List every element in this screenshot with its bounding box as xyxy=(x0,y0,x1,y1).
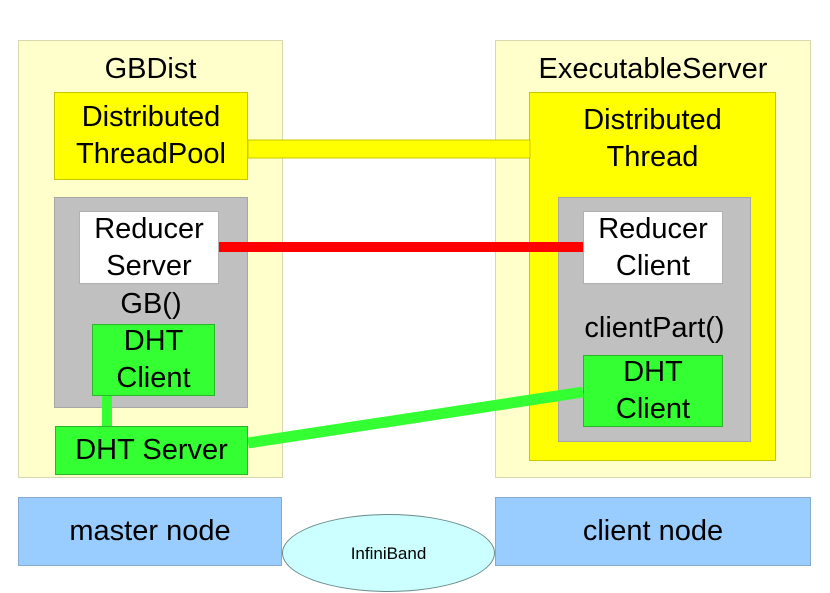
distributed-threadpool-line2: ThreadPool xyxy=(76,138,226,170)
reducer-server-box: Reducer Server xyxy=(79,211,219,284)
reducer-server-line2: Server xyxy=(106,249,192,282)
right-dht-client-box: DHT Client xyxy=(583,355,723,427)
distributed-threadpool-line1: Distributed xyxy=(81,101,221,133)
client-node-label: client node xyxy=(582,515,724,547)
dht-server-label: DHT Server xyxy=(75,434,228,466)
distributed-thread-line2: Thread xyxy=(606,141,699,173)
left-dht-client-box: DHT Client xyxy=(92,324,215,396)
right-dht-client-line1: DHT xyxy=(623,356,683,388)
dht-server-box: DHT Server xyxy=(55,426,248,475)
client-node-box: client node xyxy=(495,497,811,566)
infiniband-label: InfiniBand xyxy=(350,543,427,563)
right-dht-client-line2: Client xyxy=(615,393,691,425)
reducer-client-line2: Client xyxy=(615,249,691,282)
master-node-box: master node xyxy=(18,497,282,566)
left-dht-client-line2: Client xyxy=(116,362,191,394)
reducer-client-line1: Reducer xyxy=(598,212,708,245)
infiniband-ellipse: InfiniBand xyxy=(282,514,495,592)
gbdist-title: GBDist xyxy=(104,53,197,85)
gb-function-label: GB() xyxy=(120,288,182,320)
reducer-client-box: Reducer Client xyxy=(583,211,723,284)
master-node-label: master node xyxy=(69,515,231,547)
distributed-threadpool-box: Distributed ThreadPool xyxy=(54,92,248,180)
dht-server-remote-link xyxy=(247,386,584,449)
client-part-label: clientPart() xyxy=(584,312,725,344)
distributed-thread-line1: Distributed xyxy=(583,104,722,136)
left-dht-client-line1: DHT xyxy=(123,325,184,357)
threadpool-thread-link xyxy=(247,139,531,159)
reducer-server-line1: Reducer xyxy=(94,212,204,245)
executable-server-title: ExecutableServer xyxy=(538,53,768,85)
